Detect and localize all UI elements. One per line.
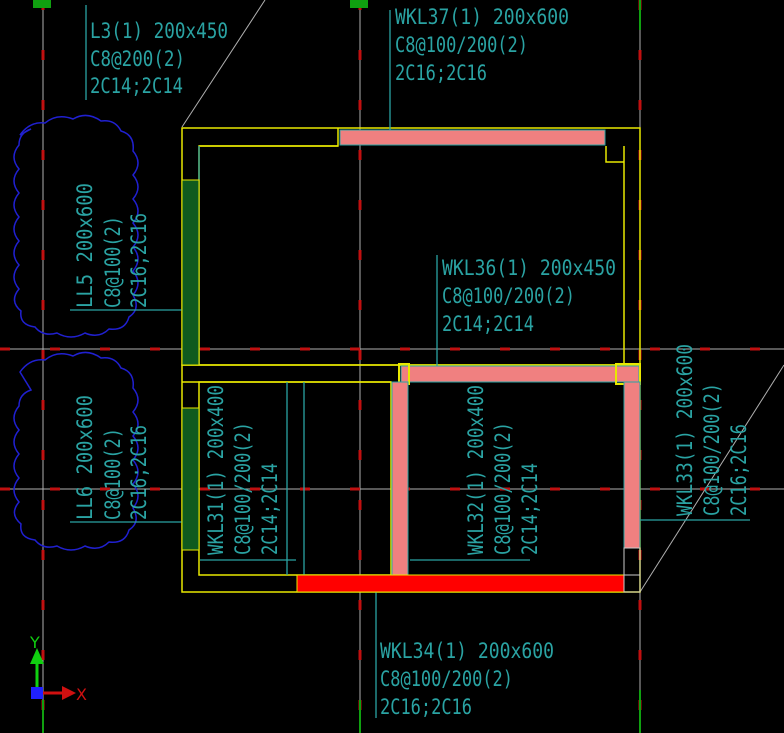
label-wkl34-line2: C8@100/200(2): [380, 667, 513, 691]
ucs-origin-box: [31, 687, 43, 699]
label-wkl32-line3: 2C14;2C14: [518, 463, 542, 555]
beam-wkl34[interactable]: [296, 574, 625, 593]
corner-notch: [605, 146, 624, 163]
label-ll6-line3: 2C16;2C16: [127, 425, 151, 520]
diagonal-line: [639, 364, 784, 593]
grid-bubble-marker: [350, 0, 368, 8]
label-wkl36-line2: C8@100/200(2): [442, 284, 575, 308]
beam-wkl33[interactable]: [623, 381, 641, 549]
label-wkl33-line3: 2C16;2C16: [727, 424, 751, 516]
walls[interactable]: [181, 179, 200, 551]
revision-cloud-lower[interactable]: [13, 351, 139, 551]
annotation-wkl37[interactable]: WKL37(1) 200x600 C8@100/200(2) 2C16;2C16: [395, 5, 569, 85]
ucs-y-label: Y: [29, 633, 40, 652]
label-wkl33-line2: C8@100/200(2): [700, 383, 724, 516]
label-ll6-line2: C8@100(2): [101, 428, 125, 520]
label-wkl31-line2: C8@100/200(2): [231, 422, 255, 555]
annotation-wkl32[interactable]: WKL32(1) 200x400 C8@100/200(2) 2C14;2C14: [464, 385, 542, 555]
ucs-icon: Y X: [29, 633, 87, 704]
beam-wkl36[interactable]: [400, 365, 640, 383]
beams[interactable]: [296, 129, 641, 593]
label-l3-line2: C8@200(2): [90, 47, 185, 71]
annotation-wkl34[interactable]: WKL34(1) 200x600 C8@100/200(2) 2C16;2C16: [380, 639, 554, 719]
wall-ll6[interactable]: [181, 407, 200, 551]
label-wkl33-line1: WKL33(1) 200x600: [673, 344, 697, 516]
ucs-x-arrowhead: [62, 686, 76, 700]
beam-wkl32[interactable]: [391, 381, 409, 576]
label-ll5-line1: LL5 200x600: [73, 183, 97, 308]
label-l3-line3: 2C14;2C14: [90, 74, 183, 98]
label-l3-line1: L3(1) 200x450: [90, 19, 228, 43]
label-wkl34-line1: WKL34(1) 200x600: [380, 639, 554, 663]
label-ll5-line2: C8@100(2): [101, 216, 125, 308]
label-wkl37-line3: 2C16;2C16: [395, 61, 487, 85]
grid-bubble-marker: [33, 0, 51, 8]
inner-frame-upper: [198, 128, 339, 365]
outer-frame-upper: [181, 127, 641, 366]
annotation-wkl36[interactable]: WKL36(1) 200x450 C8@100/200(2) 2C14;2C14: [442, 256, 616, 336]
diagonal-line: [181, 0, 266, 128]
label-wkl36-line1: WKL36(1) 200x450: [442, 256, 616, 280]
label-wkl37-line1: WKL37(1) 200x600: [395, 5, 569, 29]
ucs-x-label: X: [76, 685, 87, 704]
annotation-l3[interactable]: L3(1) 200x450 C8@200(2) 2C14;2C14: [90, 19, 228, 98]
label-wkl32-line2: C8@100/200(2): [491, 422, 515, 555]
label-ll5-line3: 2C16;2C16: [127, 213, 151, 308]
annotation-wkl33[interactable]: WKL33(1) 200x600 C8@100/200(2) 2C16;2C16: [673, 344, 751, 516]
label-wkl31-line1: WKL31(1) 200x400: [204, 385, 228, 555]
annotation-ll6[interactable]: LL6 200x600 C8@100(2) 2C16;2C16: [73, 395, 151, 520]
beam-wkl34-end: [623, 574, 641, 593]
ucs-y-arrowhead: [30, 648, 44, 664]
beam-wkl33-end: [623, 547, 641, 576]
revision-clouds[interactable]: [13, 114, 139, 551]
leader-lines: [70, 5, 750, 718]
label-wkl37-line2: C8@100/200(2): [395, 33, 528, 57]
annotation-wkl31[interactable]: WKL31(1) 200x400 C8@100/200(2) 2C14;2C14: [204, 385, 282, 555]
label-ll6-line1: LL6 200x600: [73, 395, 97, 520]
label-wkl31-line3: 2C14;2C14: [258, 463, 282, 555]
label-wkl32-line1: WKL32(1) 200x400: [464, 385, 488, 555]
label-wkl34-line3: 2C16;2C16: [380, 695, 472, 719]
revision-cloud-upper[interactable]: [13, 114, 139, 338]
annotation-ll5[interactable]: LL5 200x600 C8@100(2) 2C16;2C16: [73, 183, 151, 308]
wall-ll5[interactable]: [181, 179, 200, 366]
beam-wkl37[interactable]: [339, 129, 606, 146]
label-wkl36-line3: 2C14;2C14: [442, 312, 534, 336]
